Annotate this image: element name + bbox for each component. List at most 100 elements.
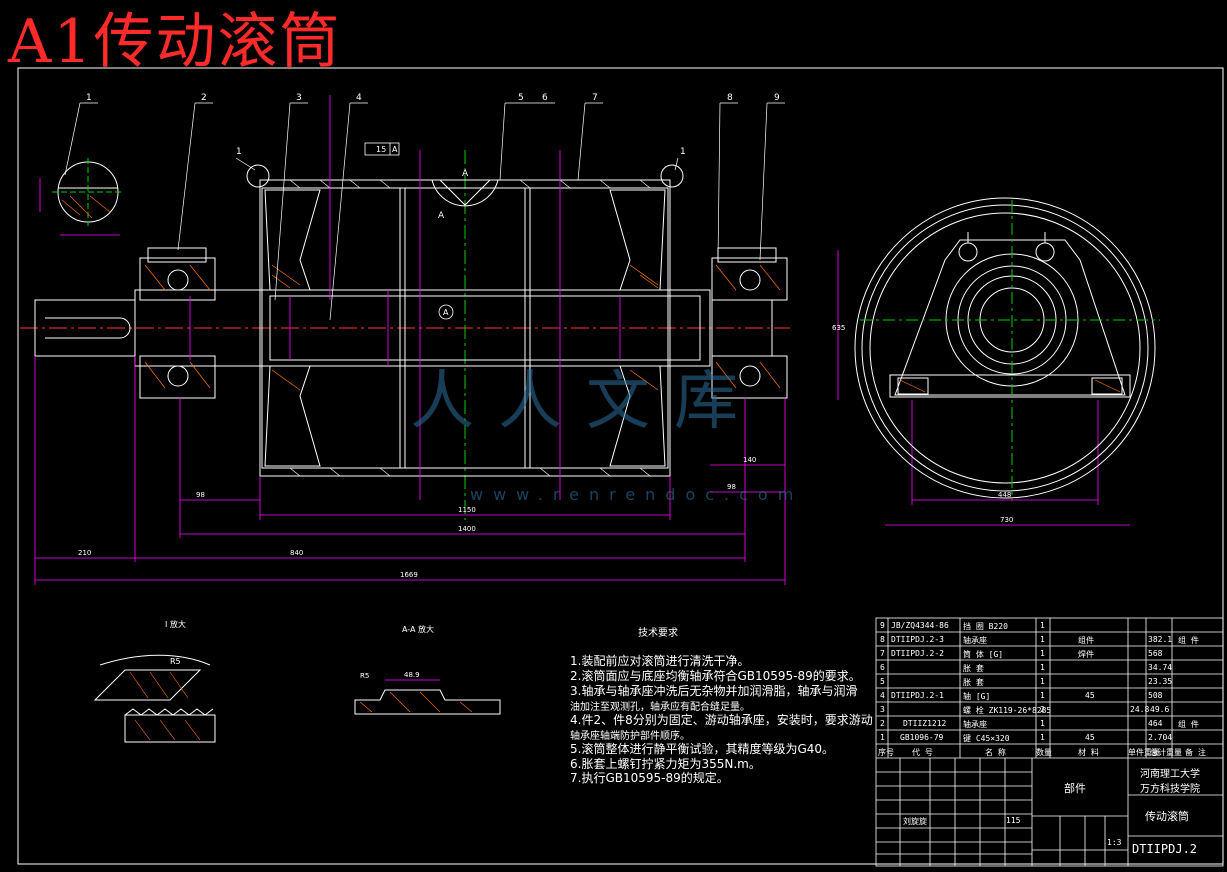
bom-table-grid bbox=[875, 617, 1224, 867]
dim-1669: 1669 bbox=[400, 571, 418, 579]
bom-header-qty: 数量 bbox=[1036, 748, 1052, 757]
right-end-disc bbox=[609, 189, 666, 467]
callout-lug-left: 1 bbox=[236, 147, 242, 157]
bom-row-note: 组 件 bbox=[1178, 720, 1199, 729]
drawing-title: A1传动滚筒 bbox=[8, 7, 342, 77]
note-5: 5.滚筒整体进行静平衡试验，其精度等级为G40。 bbox=[570, 742, 835, 756]
bom-header-code: 代 号 bbox=[912, 748, 933, 757]
bom-row-weight: 382.1 bbox=[1148, 635, 1173, 644]
note-4b: 轴承座轴端防护部件顺序。 bbox=[570, 731, 690, 742]
dimension-texts: 98 1150 1400 98 140 210 840 1669 448 730… bbox=[78, 324, 1013, 579]
scale: 1:3 bbox=[1107, 838, 1122, 847]
left-bearing-housing bbox=[139, 257, 216, 301]
bom-header-no: 序号 bbox=[878, 748, 894, 757]
shaft-body bbox=[134, 289, 711, 367]
watermark-url: www.renrendoc.com bbox=[470, 485, 804, 504]
bom-row-qty: 1 bbox=[1040, 635, 1045, 644]
callout-4: 4 bbox=[356, 93, 362, 103]
lifting-lug-right bbox=[660, 164, 684, 188]
weight-value: 115 bbox=[1006, 816, 1021, 825]
callout-lug-right: 1 bbox=[680, 147, 686, 157]
note-3b: 油加注至观测孔，轴承应有配合缝足量。 bbox=[570, 702, 750, 713]
detail-i-title: I 放大 bbox=[165, 619, 186, 629]
dim-1150: 1150 bbox=[458, 506, 476, 514]
bom-row-no: 6 bbox=[880, 663, 885, 672]
bom-row-code: DTIIPDJ.2-1 bbox=[891, 691, 944, 700]
bom-row-no: 1 bbox=[880, 733, 885, 742]
bom-row-weight: 508 bbox=[1148, 691, 1163, 700]
callout-5: 5 bbox=[518, 93, 524, 103]
bom-row-qty: 1 bbox=[1040, 719, 1045, 728]
callout-8: 8 bbox=[727, 93, 733, 103]
dim-98-right: 98 bbox=[727, 483, 736, 491]
callout-numbers: 1 2 3 4 5 6 7 8 9 1 1 A A bbox=[86, 93, 780, 221]
bom-row-name: 轴承座 bbox=[963, 720, 987, 729]
tolerance-value: 15 bbox=[376, 145, 386, 154]
bom-row-name: 轴承座 bbox=[963, 636, 987, 645]
bom-row-no: 3 bbox=[880, 705, 885, 714]
bom-row-no: 5 bbox=[880, 677, 885, 686]
bom-row-no: 7 bbox=[880, 649, 885, 658]
detail-i-radius: R5 bbox=[170, 657, 181, 666]
school-line-2: 万方科技学院 bbox=[1140, 784, 1200, 795]
dim-210: 210 bbox=[78, 549, 91, 557]
note-2: 2.滚筒面应与底座均衡轴承符合GB10595-89的要求。 bbox=[570, 669, 861, 683]
bom-row-qty: 2 bbox=[1040, 705, 1045, 714]
bom-row-weight: 2.704 bbox=[1148, 733, 1173, 742]
notes-heading: 技术要求 bbox=[638, 628, 678, 639]
bom-row-no: 8 bbox=[880, 635, 885, 644]
note-1: 1.装配前应对滚筒进行清洗干净。 bbox=[570, 654, 750, 668]
bom-row-qty: 1 bbox=[1040, 649, 1045, 658]
callout-1: 1 bbox=[86, 93, 92, 103]
drum-outer-circle bbox=[854, 197, 1156, 499]
bom-row-note: 组 件 bbox=[1178, 636, 1199, 645]
bom-header-name: 名 称 bbox=[985, 748, 1006, 757]
pedestal-base bbox=[889, 374, 1131, 398]
bom-row-name: 键 C45×320 bbox=[963, 734, 1010, 743]
bom-row-weight: 23.35 bbox=[1148, 677, 1173, 686]
bom-row-code: DTIIPDJ.2-2 bbox=[891, 649, 944, 658]
bom-row-code: DTIIPDJ.2-3 bbox=[891, 635, 944, 644]
bom-row-name: 螺 栓 ZK119-26*8285 bbox=[963, 706, 1052, 715]
shaft-section-detail bbox=[52, 158, 124, 226]
bom-row-qty: 1 bbox=[1040, 663, 1045, 672]
bom-row-weight: 24.8 bbox=[1130, 705, 1150, 714]
bom-row-mat: 45 bbox=[1085, 733, 1095, 742]
dim-635: 635 bbox=[832, 324, 845, 332]
bom-row-qty: 1 bbox=[1040, 621, 1045, 630]
bom-row-mat: 组件 bbox=[1078, 636, 1094, 645]
pedestal-body bbox=[894, 239, 1126, 396]
bom-row-qty: 1 bbox=[1040, 677, 1045, 686]
shaft-mid bbox=[269, 295, 701, 361]
tolerance-datum: A bbox=[392, 145, 398, 154]
note-3: 3.轴承与轴承座冲洗后无杂物并加润滑脂，轴承与润滑 bbox=[570, 684, 858, 698]
lagging-hatch bbox=[289, 179, 651, 477]
bom-row-code: GB1096-79 bbox=[900, 733, 944, 742]
callout-3: 3 bbox=[296, 93, 302, 103]
dim-448: 448 bbox=[998, 491, 1011, 499]
bom-row-qty: 1 bbox=[1040, 691, 1045, 700]
main-section-view bbox=[20, 150, 790, 520]
section-mark-a: A bbox=[462, 169, 469, 179]
bom-row-no: 4 bbox=[880, 691, 885, 700]
assembly-label: 部件 bbox=[1064, 782, 1086, 795]
left-end-disc bbox=[264, 189, 321, 467]
detail-aa: A-A 放大 R5 48.9 bbox=[354, 624, 501, 715]
datum-circle-label: A bbox=[443, 308, 449, 317]
bom-row-name: 挡 圈 B220 bbox=[963, 622, 1008, 631]
bom-header-note: 备 注 bbox=[1185, 748, 1206, 757]
callout-7: 7 bbox=[592, 93, 598, 103]
disc-hatch bbox=[271, 264, 659, 391]
dim-98-left: 98 bbox=[196, 491, 205, 499]
bom-row-mat: 焊件 bbox=[1078, 650, 1094, 659]
callout-2: 2 bbox=[201, 93, 207, 103]
dim-1400: 1400 bbox=[458, 525, 476, 533]
bom-header-unit: 单件重量 bbox=[1128, 748, 1160, 757]
detail-aa-width: 48.9 bbox=[404, 671, 420, 679]
drawing-number: DTIIPDJ.2 bbox=[1132, 842, 1198, 856]
drawing-frame bbox=[17, 67, 1224, 865]
drum-shell-inner bbox=[261, 187, 669, 469]
note-6: 6.胀套上螺钉拧紧力矩为355N.m。 bbox=[570, 757, 761, 771]
watermark-text: 人人文库 bbox=[410, 365, 762, 439]
note-4: 4.件2、件8分别为固定、游动轴承座，安装时，要求游动 bbox=[570, 713, 873, 727]
